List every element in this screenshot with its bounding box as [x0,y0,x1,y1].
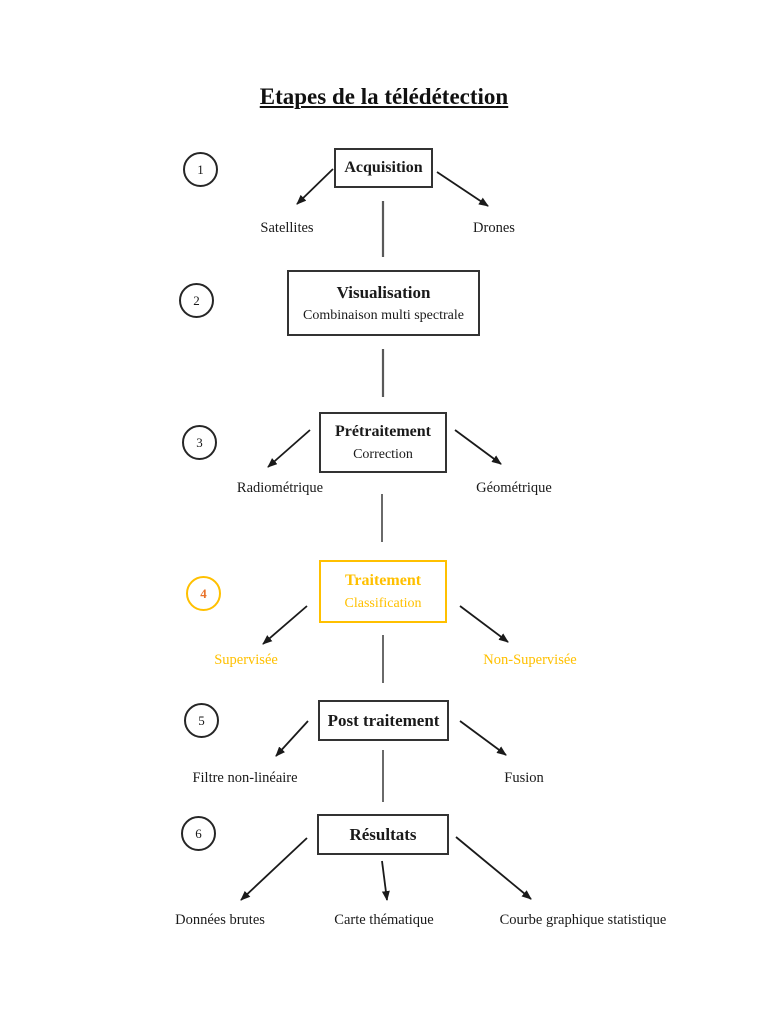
step-2-number-badge: 2 [179,283,214,318]
arrow-resultats-donnees [240,837,308,901]
step-box-visualisation: Visualisation Combinaison multi spectral… [287,270,480,336]
leaf-donnees-brutes: Données brutes [175,912,265,928]
arrow-pretraitement-radiometrique [267,429,311,468]
arrow-acquisition-drones [436,171,489,207]
step-6-number-badge: 6 [181,816,216,851]
step-label: Prétraitement [335,422,431,440]
step-number: 3 [196,434,203,450]
step-1-number-badge: 1 [183,152,218,187]
step-4-number-badge: 4 [186,576,221,611]
step-number: 6 [195,825,202,841]
leaf-carte-thematique: Carte thématique [334,912,434,928]
arrow-pretraitement-geometrique [454,429,502,465]
leaf-courbe-graphique-statistique: Courbe graphique statistique [499,912,667,928]
step-box-traitement: Traitement Classification [319,560,447,623]
step-number: 1 [197,161,204,177]
leaf-fusion: Fusion [504,770,544,786]
arrow-posttraitement-fusion [459,720,507,756]
step-label: Résultats [349,824,417,844]
step-label: Acquisition [344,158,423,176]
step-sublabel: Classification [344,596,422,611]
step-label: Visualisation [336,282,431,302]
step-sublabel: Combinaison multi spectrale [303,308,464,324]
step-5-number-badge: 5 [184,703,219,738]
step-box-post-traitement: Post traitement [318,700,449,741]
step-number: 2 [193,292,200,308]
leaf-filtre-non-lineaire: Filtre non-linéaire [192,770,298,786]
step-label: Post traitement [327,710,440,730]
arrow-posttraitement-filtre [275,720,309,757]
step-number: 4 [200,585,207,601]
leaf-non-supervisee: Non-Supervisée [483,652,577,668]
step-box-pretraitement: Prétraitement Correction [319,412,447,473]
arrow-traitement-supervisee [262,605,308,645]
step-3-number-badge: 3 [182,425,217,460]
arrow-resultats-carte [381,860,390,901]
step-number: 5 [198,712,205,728]
arrow-resultats-courbe [455,836,532,900]
diagram-title: Etapes de la télédétection [259,84,509,109]
leaf-drones: Drones [473,220,515,236]
step-label: Traitement [344,571,422,589]
step-sublabel: Correction [353,447,413,462]
arrow-traitement-nonsupervisee [459,605,509,643]
leaf-radiometrique: Radiométrique [236,480,324,496]
leaf-geometrique: Géométrique [476,480,552,496]
leaf-satellites: Satellites [260,220,314,236]
step-box-resultats: Résultats [317,814,449,855]
leaf-supervisee: Supervisée [214,652,278,668]
arrow-acquisition-satellites [296,168,334,205]
step-box-acquisition: Acquisition [334,148,433,188]
